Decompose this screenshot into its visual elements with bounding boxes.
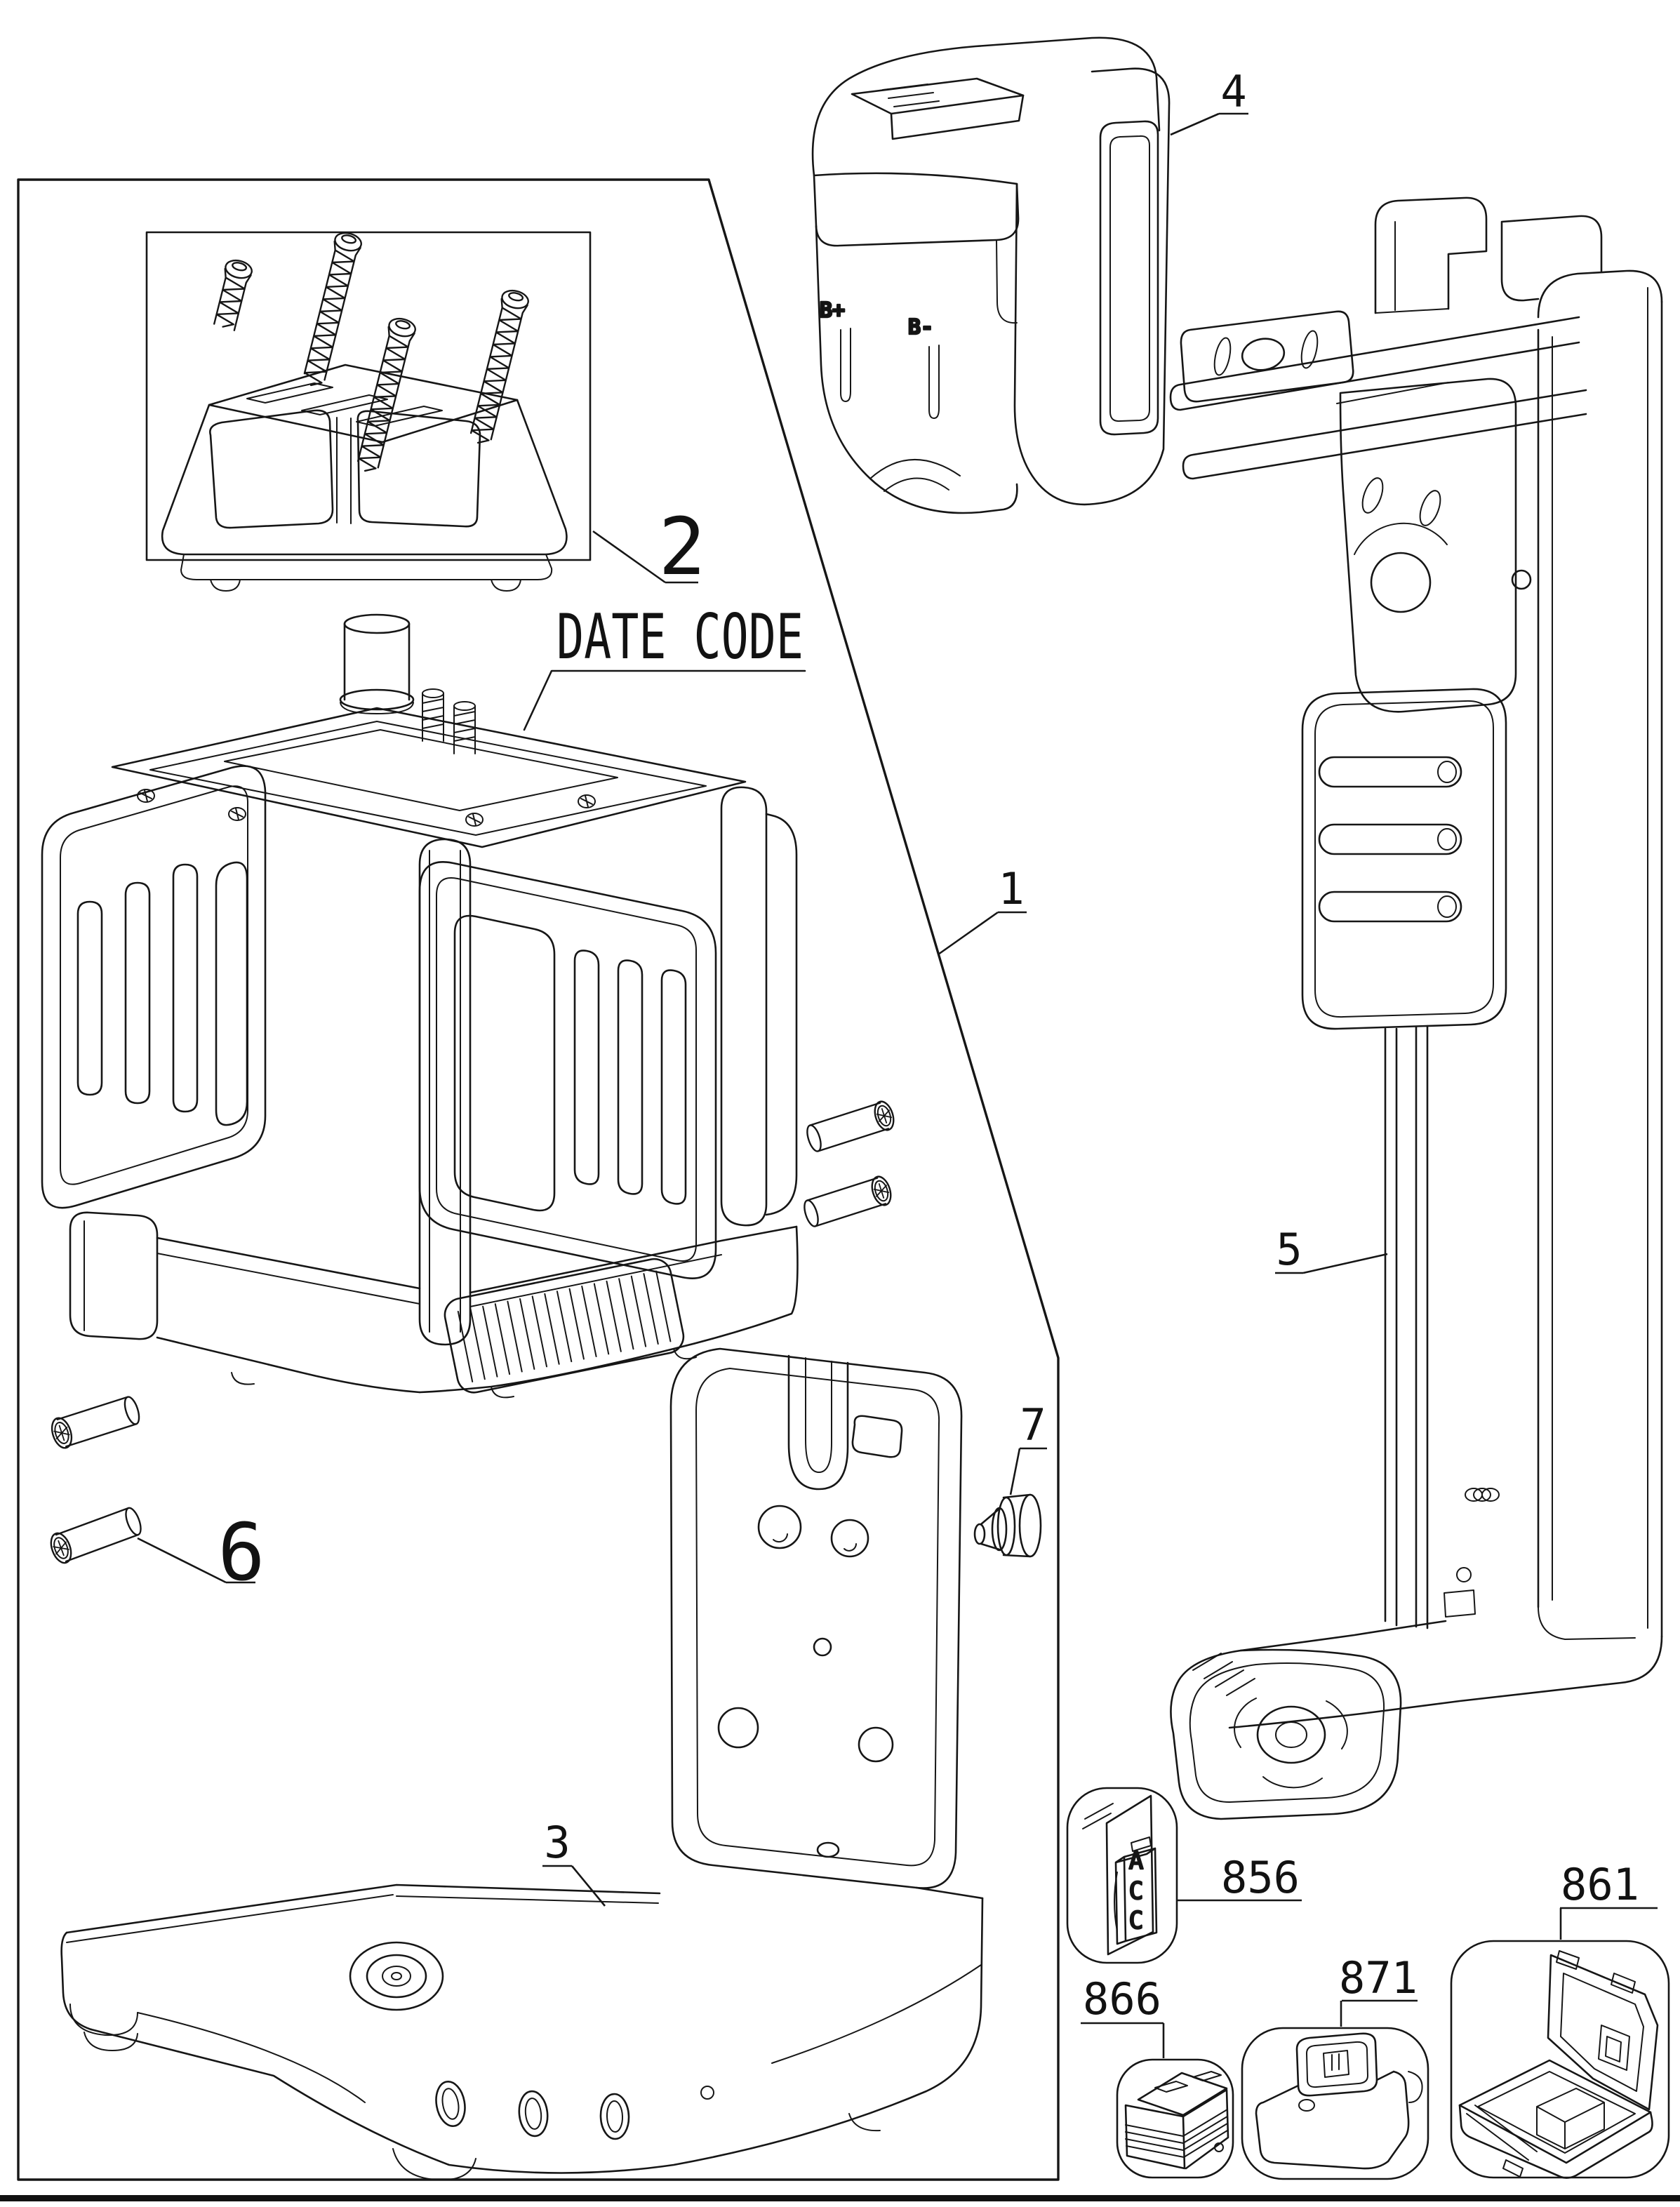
mounting-pin [973,1493,1042,1558]
laser-level-unit [41,613,799,1399]
callout-861: 861 [1559,1859,1658,1940]
callout-label-871: 871 [1339,1952,1418,2003]
callout-label-4: 4 [1220,66,1246,117]
unit-screw-posts [137,789,596,827]
callout-label-5: 5 [1276,1224,1302,1275]
callout-4: 4 [1170,66,1248,136]
unit-right-cage [418,861,717,1279]
callout-1: 1 [938,863,1027,956]
callout-871: 871 [1339,1952,1418,2027]
callout-2: 2 [592,502,706,593]
loose-screws [50,1100,895,1564]
roll-cage-part [161,364,568,592]
screw-4 [469,289,529,444]
acc-adapter-856: A C C [1066,1787,1178,1964]
callout-label-6: 6 [218,1507,265,1599]
handle-slot-2 [1318,823,1462,855]
acc-kitbox-861 [1450,1940,1670,2179]
callout-866: 866 [1081,1973,1165,2058]
battery-terminal-positive: B+ [820,298,845,323]
callout-label-2: 2 [658,502,705,593]
callout-856: 856 [1177,1852,1302,1903]
unit-left-cage [41,765,267,1209]
roll-cage-inset [145,231,592,592]
callout-6: 6 [137,1507,265,1599]
unit-vent-panel [444,1258,685,1394]
callout-label-1: 1 [998,863,1024,914]
callout-label-861: 861 [1561,1859,1639,1910]
battery-terminal-negative: B- [908,315,933,340]
handle-slot-3 [1318,891,1462,923]
wall-mount-bracket [60,1347,984,2181]
date-code-annotation: DATE CODE [523,601,806,731]
handle-slot-1 [1318,756,1462,788]
callout-labels: 1 2 3 4 5 6 7 856 861 866 871 [137,66,1658,2058]
date-code-leader [523,669,806,731]
acc-battery-866 [1116,2058,1234,2179]
screw-3 [356,317,416,472]
page-footer-rule [0,2195,1680,2201]
unit-base [69,1211,799,1399]
acc-letter-a: A [1129,1847,1143,1875]
callout-label-7: 7 [1020,1399,1046,1451]
mounting-bracket [1169,196,1663,1820]
callout-5: 5 [1275,1224,1388,1275]
acc-charger-871 [1241,2027,1429,2180]
bolt-4 [50,1507,142,1564]
roll-cage-screws [213,232,529,472]
bolt-1 [806,1100,895,1152]
callout-label-3: 3 [544,1817,570,1868]
screw-1 [213,259,253,331]
callout-label-856: 856 [1221,1852,1300,1903]
bolt-3 [51,1396,140,1449]
kit-boundary-outline [17,178,1060,2181]
callout-7: 7 [1009,1399,1047,1495]
acc-letter-c1: C [1129,1877,1143,1905]
battery-pack: B+ B- [811,36,1171,514]
callout-3: 3 [542,1817,606,1907]
unit-top-post [339,613,415,714]
screw-2 [303,232,362,387]
acc-letter-c2: C [1129,1907,1143,1935]
callout-label-866: 866 [1083,1973,1161,2025]
date-code-text: DATE CODE [556,601,804,673]
bolt-2 [804,1175,892,1227]
inset-box-frame [145,231,592,561]
